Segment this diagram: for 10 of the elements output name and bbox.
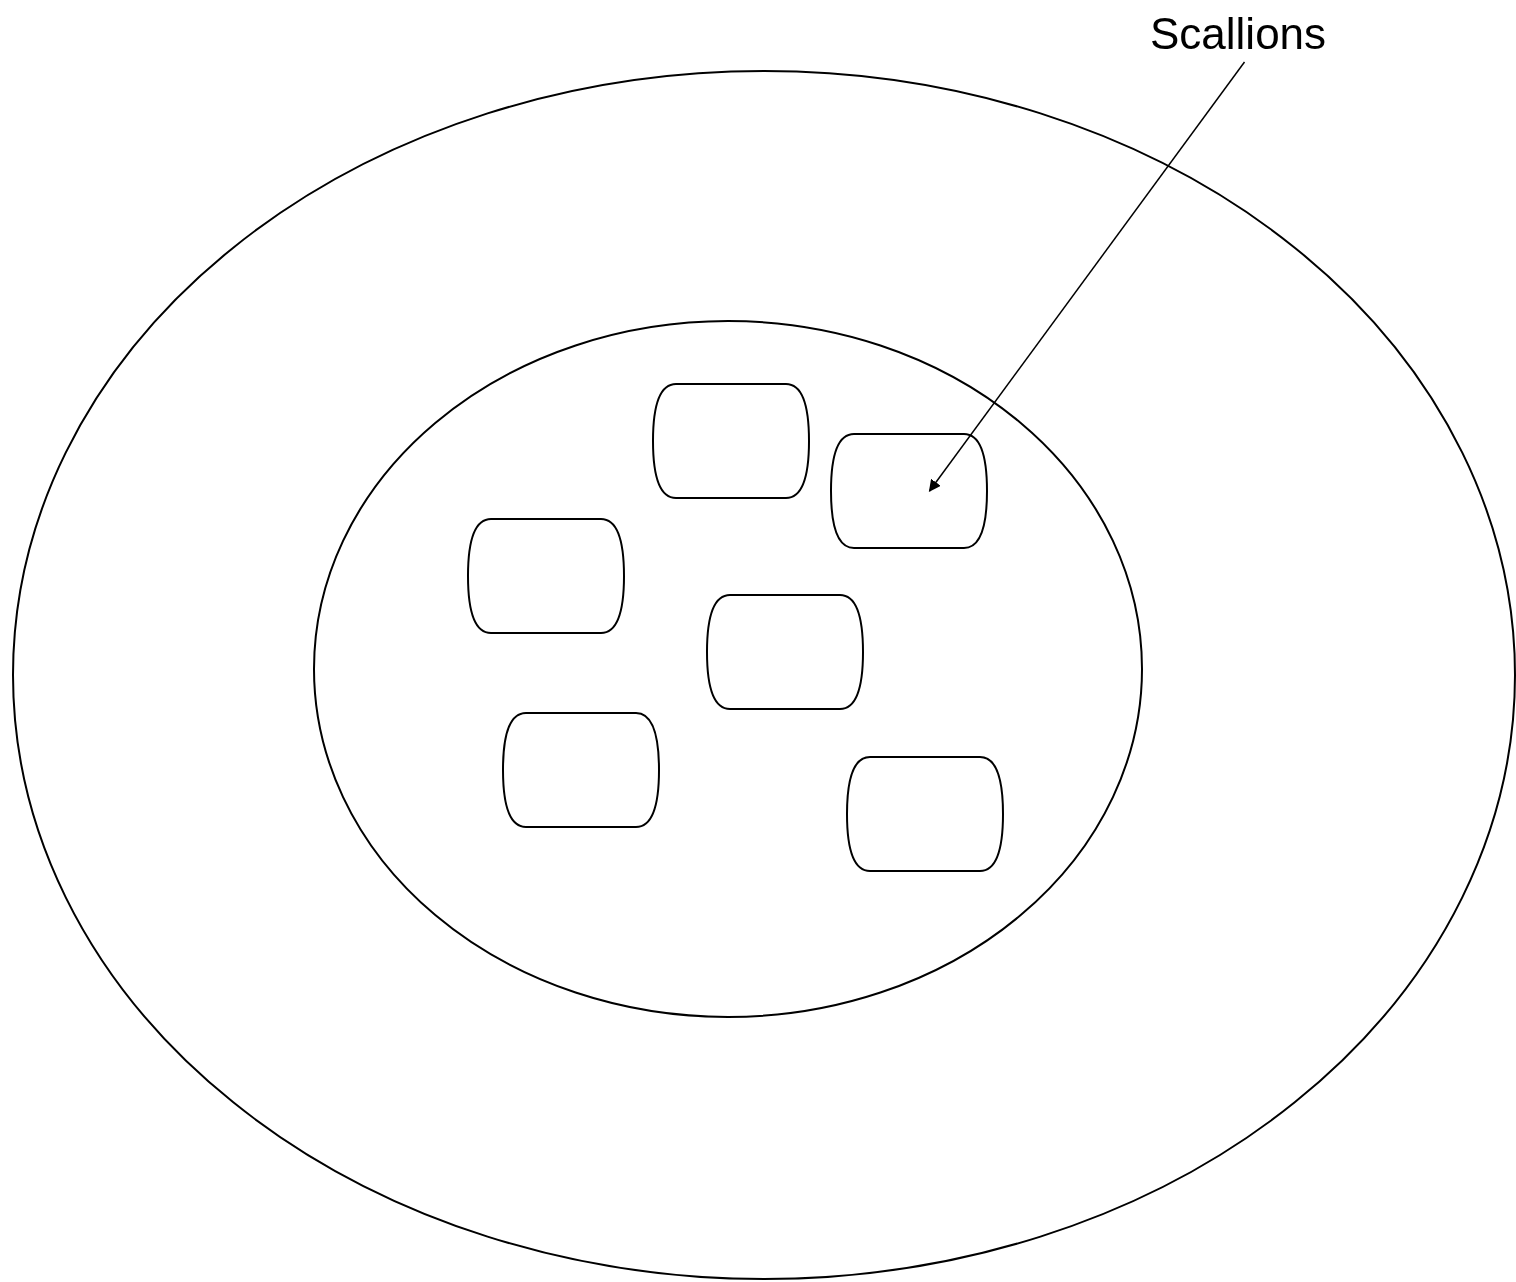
inner-layer [313,320,1143,1018]
outer-layer [12,70,1516,1280]
capsule-shape [467,518,625,634]
capsule-shape [830,433,988,549]
capsule-shape [652,383,810,499]
capsule-shape [502,712,660,828]
leader-line [928,61,1246,492]
callout-label: Scallions [1150,12,1327,56]
capsule-shape [846,756,1004,872]
capsule-shape [706,594,864,710]
